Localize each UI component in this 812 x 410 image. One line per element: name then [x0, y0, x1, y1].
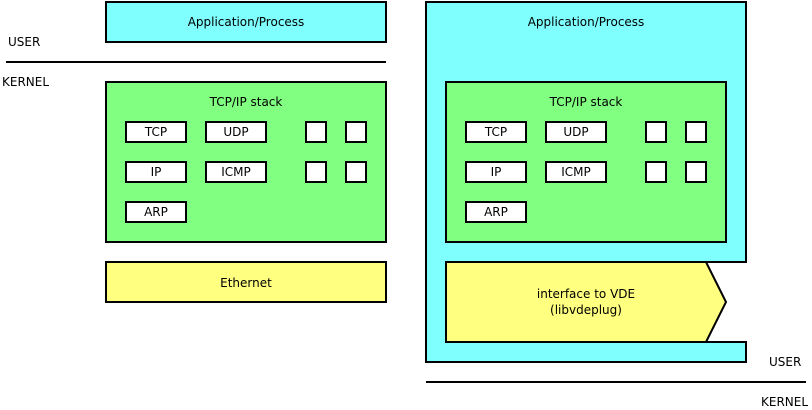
right-vde-label-line2: (libvdeplug) — [550, 303, 622, 317]
left-ethernet-label: Ethernet — [220, 276, 272, 290]
right-udp-label: UDP — [563, 125, 588, 139]
right-user-label: USER — [769, 355, 801, 369]
left-user-label: USER — [8, 35, 40, 49]
left-udp-label: UDP — [223, 125, 248, 139]
left-udp-box — [205, 121, 267, 143]
right-tcp-box — [465, 121, 527, 143]
left-ip-box — [125, 161, 187, 183]
right-tcp-label: TCP — [484, 125, 507, 139]
right-diagram: Application/Process TCP/IP stack TCP UDP… — [425, 1, 808, 409]
left-app-label: Application/Process — [188, 15, 305, 29]
left-arp-label: ARP — [144, 205, 168, 219]
right-ip-label: IP — [491, 165, 502, 179]
right-arp-label: ARP — [484, 205, 508, 219]
right-udp-box — [545, 121, 607, 143]
right-vde-label-line1: interface to VDE — [537, 287, 635, 301]
left-kernel-label: KERNEL — [2, 75, 49, 89]
right-icmp-box — [545, 161, 607, 183]
right-slot-4 — [685, 161, 707, 183]
left-slot-4 — [345, 161, 367, 183]
left-app-box — [105, 1, 387, 43]
left-stack-title: TCP/IP stack — [209, 95, 283, 109]
left-slot-2 — [345, 121, 367, 143]
right-arp-box — [465, 201, 527, 223]
right-slot-1 — [645, 121, 667, 143]
right-icmp-label: ICMP — [561, 165, 591, 179]
left-ethernet-box — [105, 261, 387, 303]
left-slot-1 — [305, 121, 327, 143]
right-kernel-label: KERNEL — [761, 395, 808, 409]
right-app-label: Application/Process — [528, 15, 645, 29]
right-slot-3 — [645, 161, 667, 183]
right-vde-interface-arrow — [445, 261, 728, 343]
left-diagram: Application/Process USER KERNEL TCP/IP s… — [2, 1, 387, 303]
right-slot-2 — [685, 121, 707, 143]
right-stack-title: TCP/IP stack — [549, 95, 623, 109]
left-icmp-label: ICMP — [221, 165, 251, 179]
right-ip-box — [465, 161, 527, 183]
left-arp-box — [125, 201, 187, 223]
left-icmp-box — [205, 161, 267, 183]
left-slot-3 — [305, 161, 327, 183]
left-ip-label: IP — [151, 165, 162, 179]
left-tcp-label: TCP — [144, 125, 167, 139]
left-tcp-box — [125, 121, 187, 143]
